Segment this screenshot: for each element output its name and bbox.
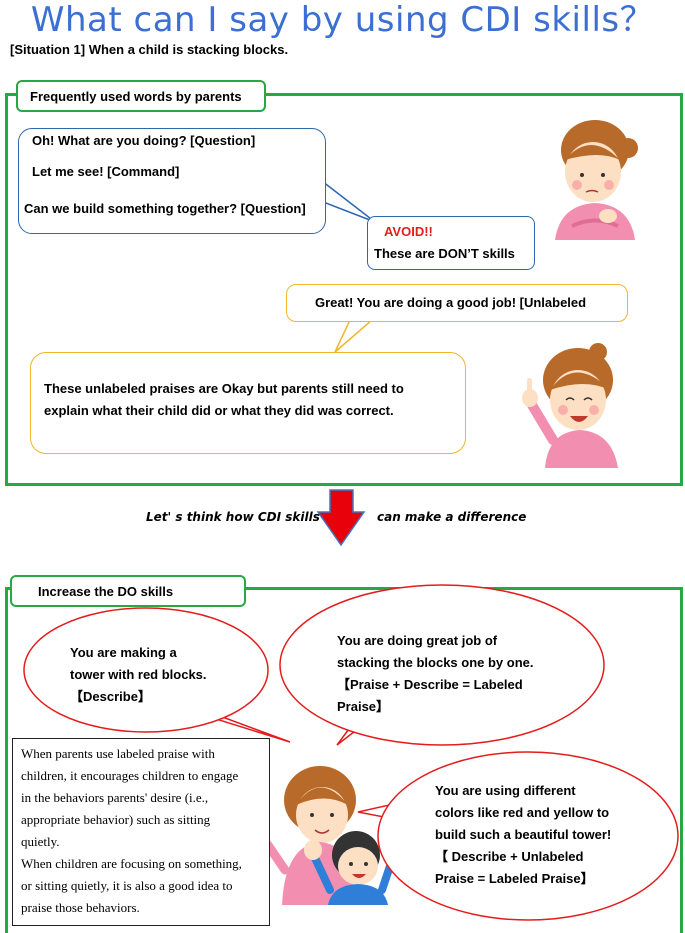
section1-tab: Frequently used words by parents — [16, 80, 266, 112]
praise-text: Great! You are doing a good job! [Unlabe… — [315, 295, 587, 310]
describe-bubble — [23, 607, 269, 733]
labeled-praise-bubble-text: You are doing great job of stacking the … — [337, 630, 549, 718]
note-line-4: appropriate behavior) such as sitting — [21, 812, 211, 827]
woman-pointing-illustration — [522, 343, 618, 468]
section2-panel — [5, 587, 683, 933]
note-line-5: quietly. — [21, 834, 60, 849]
note-line-2: children, it encourages children to enga… — [21, 768, 239, 783]
praise-bubble — [286, 284, 628, 322]
labeled-praise-line-4: Praise】 — [337, 699, 390, 714]
unlabeled-labeled-bubble — [377, 751, 679, 921]
unlabeled-line-5: Praise = Labeled Praise】 — [435, 871, 594, 886]
section1-panel — [5, 93, 683, 486]
describe-bubble-text: You are making a tower with red blocks. … — [70, 642, 246, 708]
note-line-1: When parents use labeled praise with — [21, 746, 215, 761]
note-line-3: in the behaviors parents' desire (i.e., — [21, 790, 209, 805]
unlabeled-line-3: build such a beautiful tower! — [435, 827, 612, 842]
labeled-praise-bubble — [279, 584, 605, 746]
page-title: What can I say by using CDI skills？ — [30, 0, 655, 40]
situation-heading: [Situation 1] When a child is stacking b… — [10, 42, 289, 57]
unlabeled-note-line-2: explain what their child did or what the… — [44, 403, 394, 418]
woman-thinking-illustration — [555, 120, 638, 240]
section2-tab-label: Increase the DO skills — [38, 583, 174, 599]
describe-line-2: tower with red blocks. — [70, 667, 207, 682]
avoid-title: AVOID!! — [384, 224, 433, 239]
note-line-7: or sitting quietly, it is also a good id… — [21, 878, 233, 893]
note-line-8: praise those behaviors. — [21, 900, 140, 915]
question-line-3: Can we build something together? [Questi… — [24, 201, 306, 216]
unlabeled-line-1: You are using different — [435, 783, 576, 798]
section1-tab-label: Frequently used words by parents — [30, 88, 242, 104]
transition-left: Let' s think how CDI skills — [146, 510, 320, 524]
avoid-bubble — [367, 216, 535, 270]
transition-right: can make a difference — [377, 510, 527, 524]
question-line-2: Let me see! [Command] — [32, 164, 180, 179]
question-bubble — [18, 128, 326, 234]
unlabeled-line-4: 【 Describe + Unlabeled — [435, 849, 584, 864]
labeled-praise-line-1: You are doing great job of — [337, 633, 498, 648]
avoid-text: These are DON’T skills — [374, 246, 515, 261]
unlabeled-note-bubble — [30, 352, 466, 454]
unlabeled-line-2: colors like red and yellow to — [435, 805, 610, 820]
down-arrow-icon — [316, 489, 366, 547]
labeled-praise-line-3: 【Praise + Describe = Labeled — [337, 677, 523, 692]
section2-tab: Increase the DO skills — [10, 575, 246, 607]
describe-line-1: You are making a — [70, 645, 177, 660]
labeled-praise-note: When parents use labeled praise with chi… — [12, 738, 270, 926]
unlabeled-labeled-bubble-text: You are using different colors like red … — [435, 780, 627, 890]
describe-line-3: 【Describe】 — [70, 689, 151, 704]
labeled-praise-line-2: stacking the blocks one by one. — [337, 655, 534, 670]
note-line-6: When children are focusing on something, — [21, 856, 242, 871]
unlabeled-note-line-1: These unlabeled praises are Okay but par… — [44, 381, 404, 396]
question-line-1: Oh! What are you doing? [Question] — [32, 133, 256, 148]
